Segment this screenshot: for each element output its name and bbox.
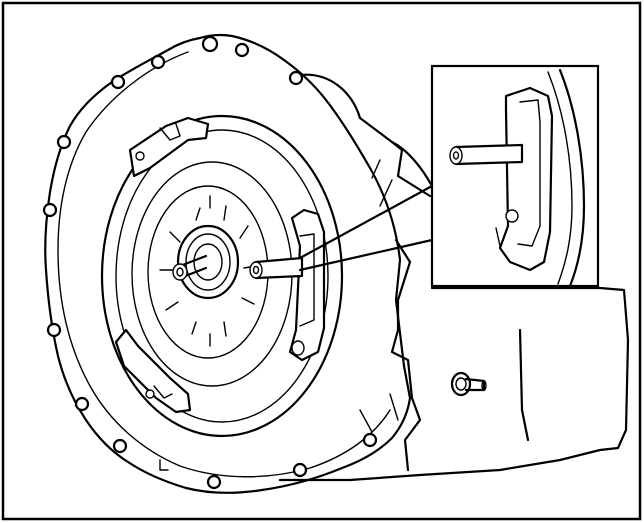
transmission-body [278, 73, 630, 482]
housing-bolt-hole [74, 396, 90, 412]
detail-inset [430, 64, 600, 288]
housing-bolt-hole [42, 202, 58, 218]
inset-drive-lug [495, 86, 554, 272]
bell-housing [42, 33, 412, 494]
housing-bolt-hole [112, 438, 128, 454]
housing-bolt-hole [56, 134, 72, 150]
converter-hub [172, 224, 240, 300]
housing-bolt-hole [206, 474, 222, 490]
alignment-pin [249, 256, 304, 280]
housing-bolt-hole [292, 462, 308, 478]
housing-bolt-hole [234, 42, 250, 58]
callout-leader [298, 184, 434, 272]
housing-bolt-hole [46, 322, 62, 338]
housing-bolt-hole [362, 432, 378, 448]
case-stud-bolt [450, 371, 487, 397]
drive-lug-lower [114, 328, 192, 414]
drive-lug-right [288, 208, 326, 362]
inset-alignment-pin [449, 143, 524, 166]
housing-bolt-hole [288, 70, 304, 86]
inset-converter-edge [547, 68, 586, 288]
housing-bolt-hole [201, 35, 219, 53]
housing-bolt-hole [150, 54, 166, 70]
drive-lug-upper [128, 116, 210, 178]
housing-bolt-hole [110, 74, 126, 90]
torque-converter [100, 114, 344, 438]
